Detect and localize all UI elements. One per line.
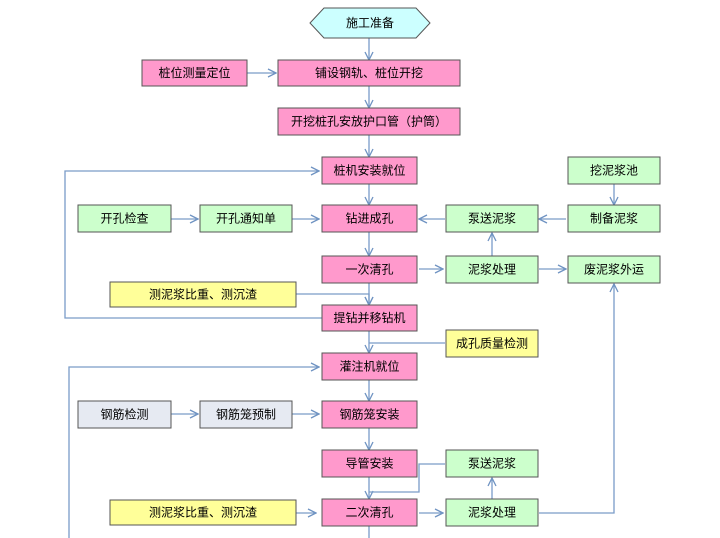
node-prep-mud: 制备泥浆	[567, 204, 661, 233]
node-label: 钢筋笼安装	[339, 407, 399, 422]
node-box	[109, 499, 297, 526]
node-box	[141, 59, 248, 87]
node-mud-treat-2: 泥浆处理	[445, 498, 539, 527]
node-pile-survey: 桩位测量定位	[141, 59, 248, 87]
node-lay-rail: 铺设钢轨、桩位开挖	[277, 59, 461, 87]
node-label: 成孔质量检测	[456, 336, 528, 351]
node-label: 桩位测量定位	[158, 65, 230, 80]
node-lift-drill: 提钻并移钻机	[321, 304, 418, 332]
node-label: 铺设钢轨、桩位开挖	[315, 65, 423, 80]
node-label: 二次清孔	[345, 506, 393, 520]
node-label: 钻进成孔	[345, 211, 393, 226]
node-waste-mud: 废泥浆外运	[567, 255, 661, 284]
node-label: 导管安装	[345, 456, 393, 471]
node-clean-1: 一次清孔	[321, 255, 418, 284]
node-box	[321, 156, 418, 185]
node-box	[567, 156, 661, 185]
node-label: 钢筋检测	[100, 407, 148, 422]
node-pour-position: 灌注机就位	[321, 352, 418, 381]
node-label: 测泥浆比重、测沉渣	[149, 505, 257, 520]
node-box	[445, 329, 539, 358]
node-label: 一次清孔	[345, 263, 393, 277]
node-label: 挖泥浆池	[590, 163, 638, 178]
node-label: 泵送泥浆	[468, 456, 516, 471]
node-box	[445, 498, 539, 527]
node-rig-position: 桩机安装就位	[321, 156, 418, 185]
node-quality-check: 成孔质量检测	[445, 329, 539, 358]
node-label: 开孔通知单	[216, 212, 276, 226]
node-pipe-install: 导管安装	[321, 449, 418, 478]
node-label: 测泥浆比重、测沉渣	[149, 287, 257, 302]
node-label: 钢筋笼预制	[216, 407, 276, 422]
node-mud-treat-1: 泥浆处理	[445, 255, 539, 284]
connectors	[64, 38, 614, 538]
node-box	[277, 59, 461, 87]
node-hole-notice: 开孔通知单	[199, 204, 293, 233]
node-label: 废泥浆外运	[584, 262, 644, 277]
node-rebar-check: 钢筋检测	[77, 400, 172, 429]
node-box	[321, 400, 418, 429]
arrow-measure1-to-flow	[296, 293, 369, 305]
node-label: 开孔检查	[100, 211, 148, 226]
node-drill: 钻进成孔	[321, 204, 418, 233]
node-box	[321, 449, 418, 478]
node-box	[321, 204, 418, 233]
node-label: 泥浆处理	[468, 262, 516, 277]
node-label: 泵送泥浆	[468, 211, 516, 226]
node-box	[321, 352, 418, 381]
node-label: 施工准备	[346, 16, 394, 30]
loop-bottom-to-pour	[68, 367, 319, 538]
node-measure-2: 测泥浆比重、测沉渣	[109, 499, 297, 526]
arrow-treat2-to-waste	[539, 284, 614, 514]
node-dig-pool: 挖泥浆池	[567, 156, 661, 185]
node-box	[277, 107, 461, 136]
node-label: 提钻并移钻机	[333, 310, 405, 325]
node-box	[321, 255, 418, 284]
node-cage-prefab: 钢筋笼预制	[199, 400, 293, 429]
node-box	[199, 204, 293, 233]
node-box	[567, 204, 661, 233]
node-label: 制备泥浆	[590, 211, 638, 226]
arrow-pump2-to-pipe	[369, 463, 445, 493]
node-box	[321, 498, 418, 527]
node-box	[445, 255, 539, 284]
node-box	[109, 281, 297, 308]
node-label: 泥浆处理	[468, 505, 516, 520]
node-label: 桩机安装就位	[333, 163, 405, 178]
node-hole-check: 开孔检查	[77, 204, 172, 233]
node-box	[321, 304, 418, 332]
node-box	[445, 204, 539, 233]
node-box	[199, 400, 293, 429]
node-box	[445, 449, 539, 478]
node-casing: 开挖桩孔安放护口管（护筒）	[277, 107, 461, 136]
loop-lift-to-rig	[64, 171, 322, 319]
node-clean-2: 二次清孔	[321, 498, 418, 527]
node-start: 施工准备	[309, 7, 431, 39]
node-pump-mud-1: 泵送泥浆	[445, 204, 539, 233]
node-label: 灌注机就位	[339, 359, 399, 374]
node-label: 开挖桩孔安放护口管（护筒）	[291, 114, 447, 129]
node-cage-install: 钢筋笼安装	[321, 400, 418, 429]
node-measure-1: 测泥浆比重、测沉渣	[109, 281, 297, 308]
node-pump-mud-2: 泵送泥浆	[445, 449, 539, 478]
node-box	[77, 204, 172, 233]
node-box	[77, 400, 172, 429]
node-box	[567, 255, 661, 284]
node-box	[309, 7, 431, 39]
